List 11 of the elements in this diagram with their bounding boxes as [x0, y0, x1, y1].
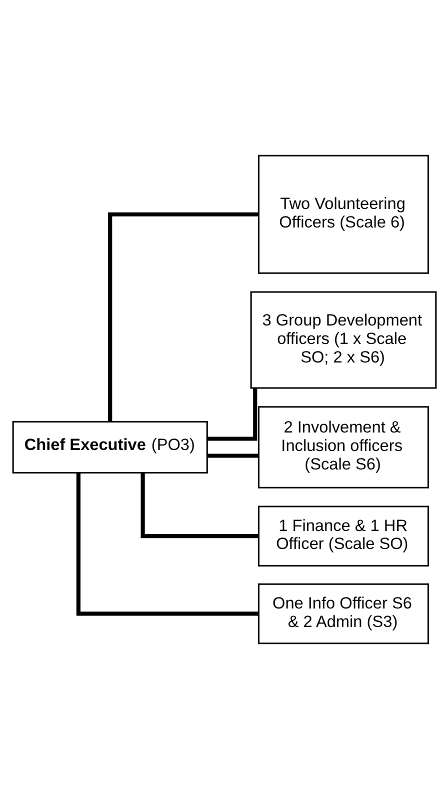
- connector: [206, 454, 258, 458]
- node-box: One Info Officer S6 & 2 Admin (S3): [257, 583, 429, 644]
- connector: [108, 212, 258, 422]
- connector: [206, 388, 257, 441]
- node-box: 2 Involvement & Inclusion officers (Scale S6): [257, 406, 429, 488]
- node-box: Chief Executive (PO3): [12, 420, 208, 474]
- node-box: 1 Finance & 1 HR Officer (Scale SO): [257, 506, 429, 566]
- connector: [76, 472, 258, 616]
- connector: [140, 472, 258, 538]
- node-box: Two Volunteering Officers (Scale 6): [257, 154, 429, 274]
- node-box: 3 Group Development officers (1 x Scale SO; 2 x S6): [250, 291, 436, 389]
